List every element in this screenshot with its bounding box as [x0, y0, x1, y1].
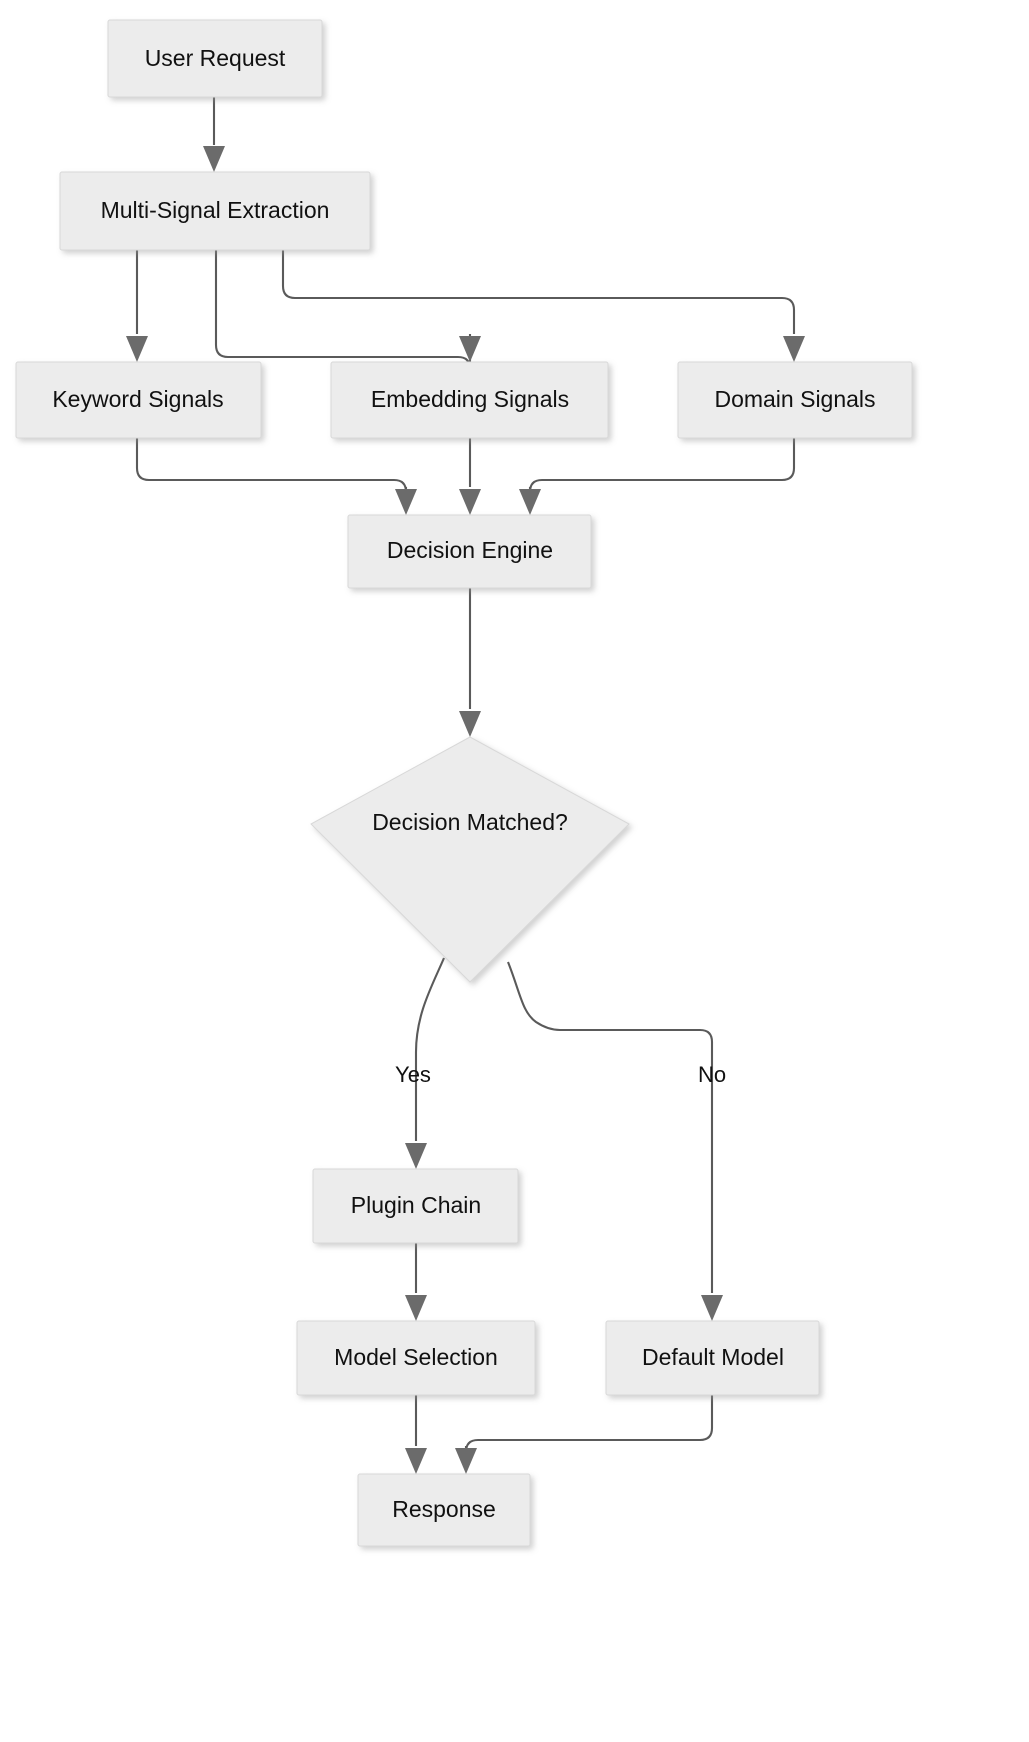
edge-model-selection-to-response — [405, 1395, 427, 1474]
node-multi-signal-extraction-shape[interactable] — [59, 171, 371, 251]
edge-decision-match-to-default-model: No — [507, 961, 726, 1321]
node-plugin-chain-shape[interactable] — [312, 1168, 519, 1244]
node-domain-signals[interactable]: Domain Signals — [677, 361, 913, 439]
node-layer: User Request Multi-Signal Extraction Key… — [15, 19, 913, 1547]
node-default-model[interactable]: Default Model — [605, 1320, 820, 1396]
node-decision-engine-shape[interactable] — [347, 514, 592, 589]
node-keyword-signals[interactable]: Keyword Signals — [15, 361, 262, 439]
edge-layer: Yes No — [126, 97, 805, 1474]
node-user-request[interactable]: User Request — [107, 19, 323, 98]
edge-decision-engine-to-decision-match — [459, 587, 481, 737]
node-user-request-shape[interactable] — [107, 19, 323, 98]
node-embedding-signals-shape[interactable] — [330, 361, 609, 439]
edge-user-request-to-multi-signal — [203, 97, 225, 172]
node-keyword-signals-shape[interactable] — [15, 361, 262, 439]
node-model-selection[interactable]: Model Selection — [296, 1320, 536, 1396]
node-domain-signals-shape[interactable] — [677, 361, 913, 439]
node-default-model-shape[interactable] — [605, 1320, 820, 1396]
edge-label-no: No — [698, 1062, 726, 1087]
edge-label-yes: Yes — [395, 1062, 431, 1087]
edge-default-model-to-response — [455, 1395, 714, 1474]
edge-multi-signal-to-domain — [281, 250, 805, 362]
edge-plugin-chain-to-model-selection — [405, 1243, 427, 1321]
edge-embedding-to-decision-engine — [459, 437, 481, 515]
edge-multi-signal-to-embedding — [214, 250, 481, 371]
node-decision-engine[interactable]: Decision Engine — [347, 514, 592, 589]
node-embedding-signals[interactable]: Embedding Signals — [330, 361, 609, 439]
node-decision-matched-shape[interactable] — [310, 736, 630, 983]
edge-domain-to-decision-engine — [519, 437, 796, 515]
node-model-selection-shape[interactable] — [296, 1320, 536, 1396]
node-multi-signal-extraction[interactable]: Multi-Signal Extraction — [59, 171, 371, 251]
node-response[interactable]: Response — [357, 1473, 531, 1547]
node-plugin-chain[interactable]: Plugin Chain — [312, 1168, 519, 1244]
node-response-shape[interactable] — [357, 1473, 531, 1547]
edge-decision-match-to-plugin-chain: Yes — [395, 957, 445, 1169]
edge-multi-signal-to-keyword — [126, 250, 148, 362]
node-decision-matched[interactable]: Decision Matched? — [310, 736, 630, 983]
edge-keyword-to-decision-engine — [135, 437, 417, 515]
